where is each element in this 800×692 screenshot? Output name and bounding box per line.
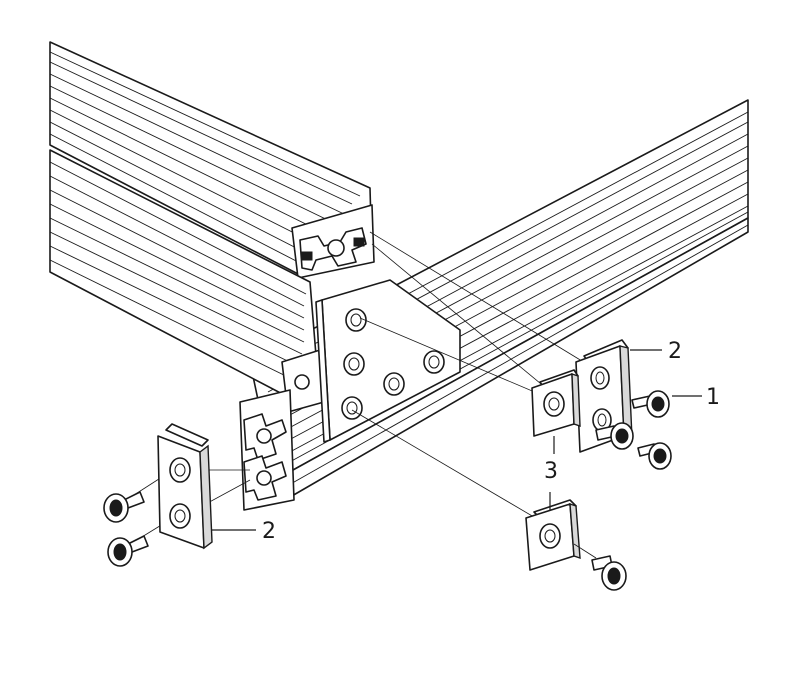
bracket-hole (343, 352, 365, 376)
vertical-extrusion-profile (239, 389, 295, 511)
bolt-left-lower (107, 535, 149, 567)
bolt-left-upper (103, 491, 145, 523)
callout-label-part-2-right: 2 (668, 339, 682, 364)
t-nut-plate-left (157, 423, 213, 550)
lower-extrusion-profile (49, 149, 325, 413)
square-nut-right (531, 369, 581, 437)
bracket-hole (345, 308, 367, 332)
bolt-right-upper (631, 390, 670, 418)
corner-bracket-plate (315, 279, 461, 443)
bracket-hole (423, 350, 445, 374)
callout-label-part-1: 1 (706, 385, 720, 410)
callout-label-part-2-left: 2 (262, 519, 276, 544)
callout-leaders (212, 349, 702, 531)
bracket-hole (383, 372, 405, 396)
square-nut-lower (525, 499, 581, 571)
bolt-right-middle (595, 422, 634, 450)
bracket-hole (341, 396, 363, 420)
upper-extrusion-profile (49, 41, 375, 279)
bolt-right-lower (637, 442, 672, 470)
callout-label-part-3: 3 (544, 459, 558, 484)
bolt-lower (573, 543, 627, 591)
